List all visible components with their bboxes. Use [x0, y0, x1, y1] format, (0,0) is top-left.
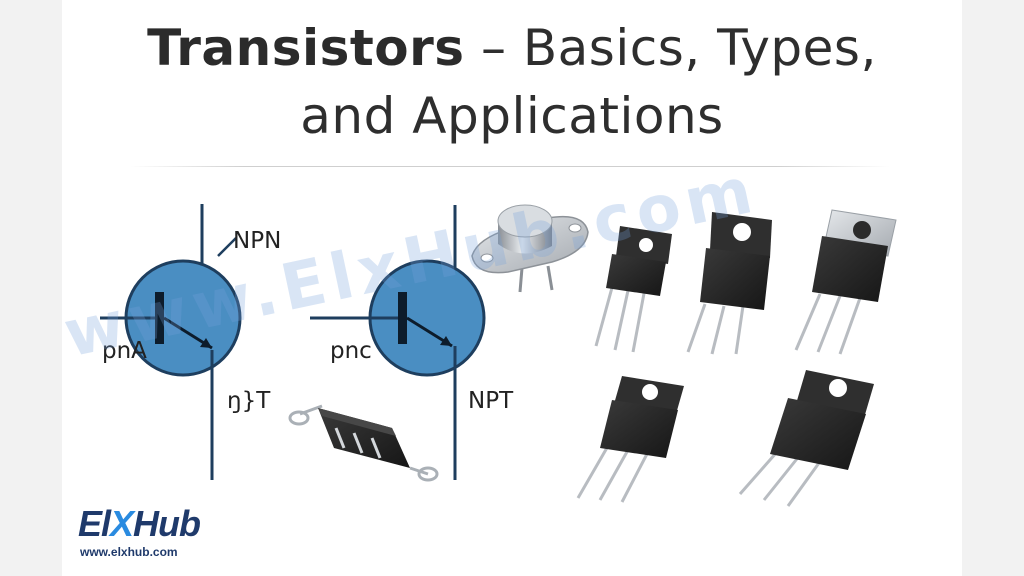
logo-part-hub: Hub — [133, 503, 201, 544]
to220-transistor-4 — [576, 376, 684, 503]
label-npt: NPT — [468, 388, 514, 414]
to220-transistor-1 — [594, 226, 672, 353]
brand-url[interactable]: www.elxhub.com — [80, 545, 178, 559]
smd-transistor-package — [288, 404, 439, 482]
title-subtitle-part: – Basics, Types, — [464, 19, 877, 77]
logo-part-el: El — [78, 503, 111, 544]
logo-part-x: X — [110, 503, 134, 544]
title-divider — [130, 166, 890, 167]
brand-logo[interactable]: ElXHub — [78, 503, 201, 545]
to220-transistor-3 — [794, 209, 897, 355]
npn-symbol-right — [310, 205, 486, 480]
to220-transistor-5 — [738, 370, 874, 507]
to220-transistor-2 — [686, 212, 772, 355]
label-pnc: pnc — [330, 338, 372, 364]
label-njt: ŋ}T — [227, 388, 271, 414]
label-npn: NPN — [233, 228, 282, 254]
page-title-line-2: and Applications — [300, 87, 724, 145]
to3-metal-can-transistor — [471, 204, 589, 293]
label-pna: pnA — [102, 338, 147, 364]
title-keyword: Transistors — [147, 19, 465, 77]
page-title-line-1: Transistors – Basics, Types, — [0, 20, 1024, 76]
npn-symbol-left — [100, 204, 242, 480]
